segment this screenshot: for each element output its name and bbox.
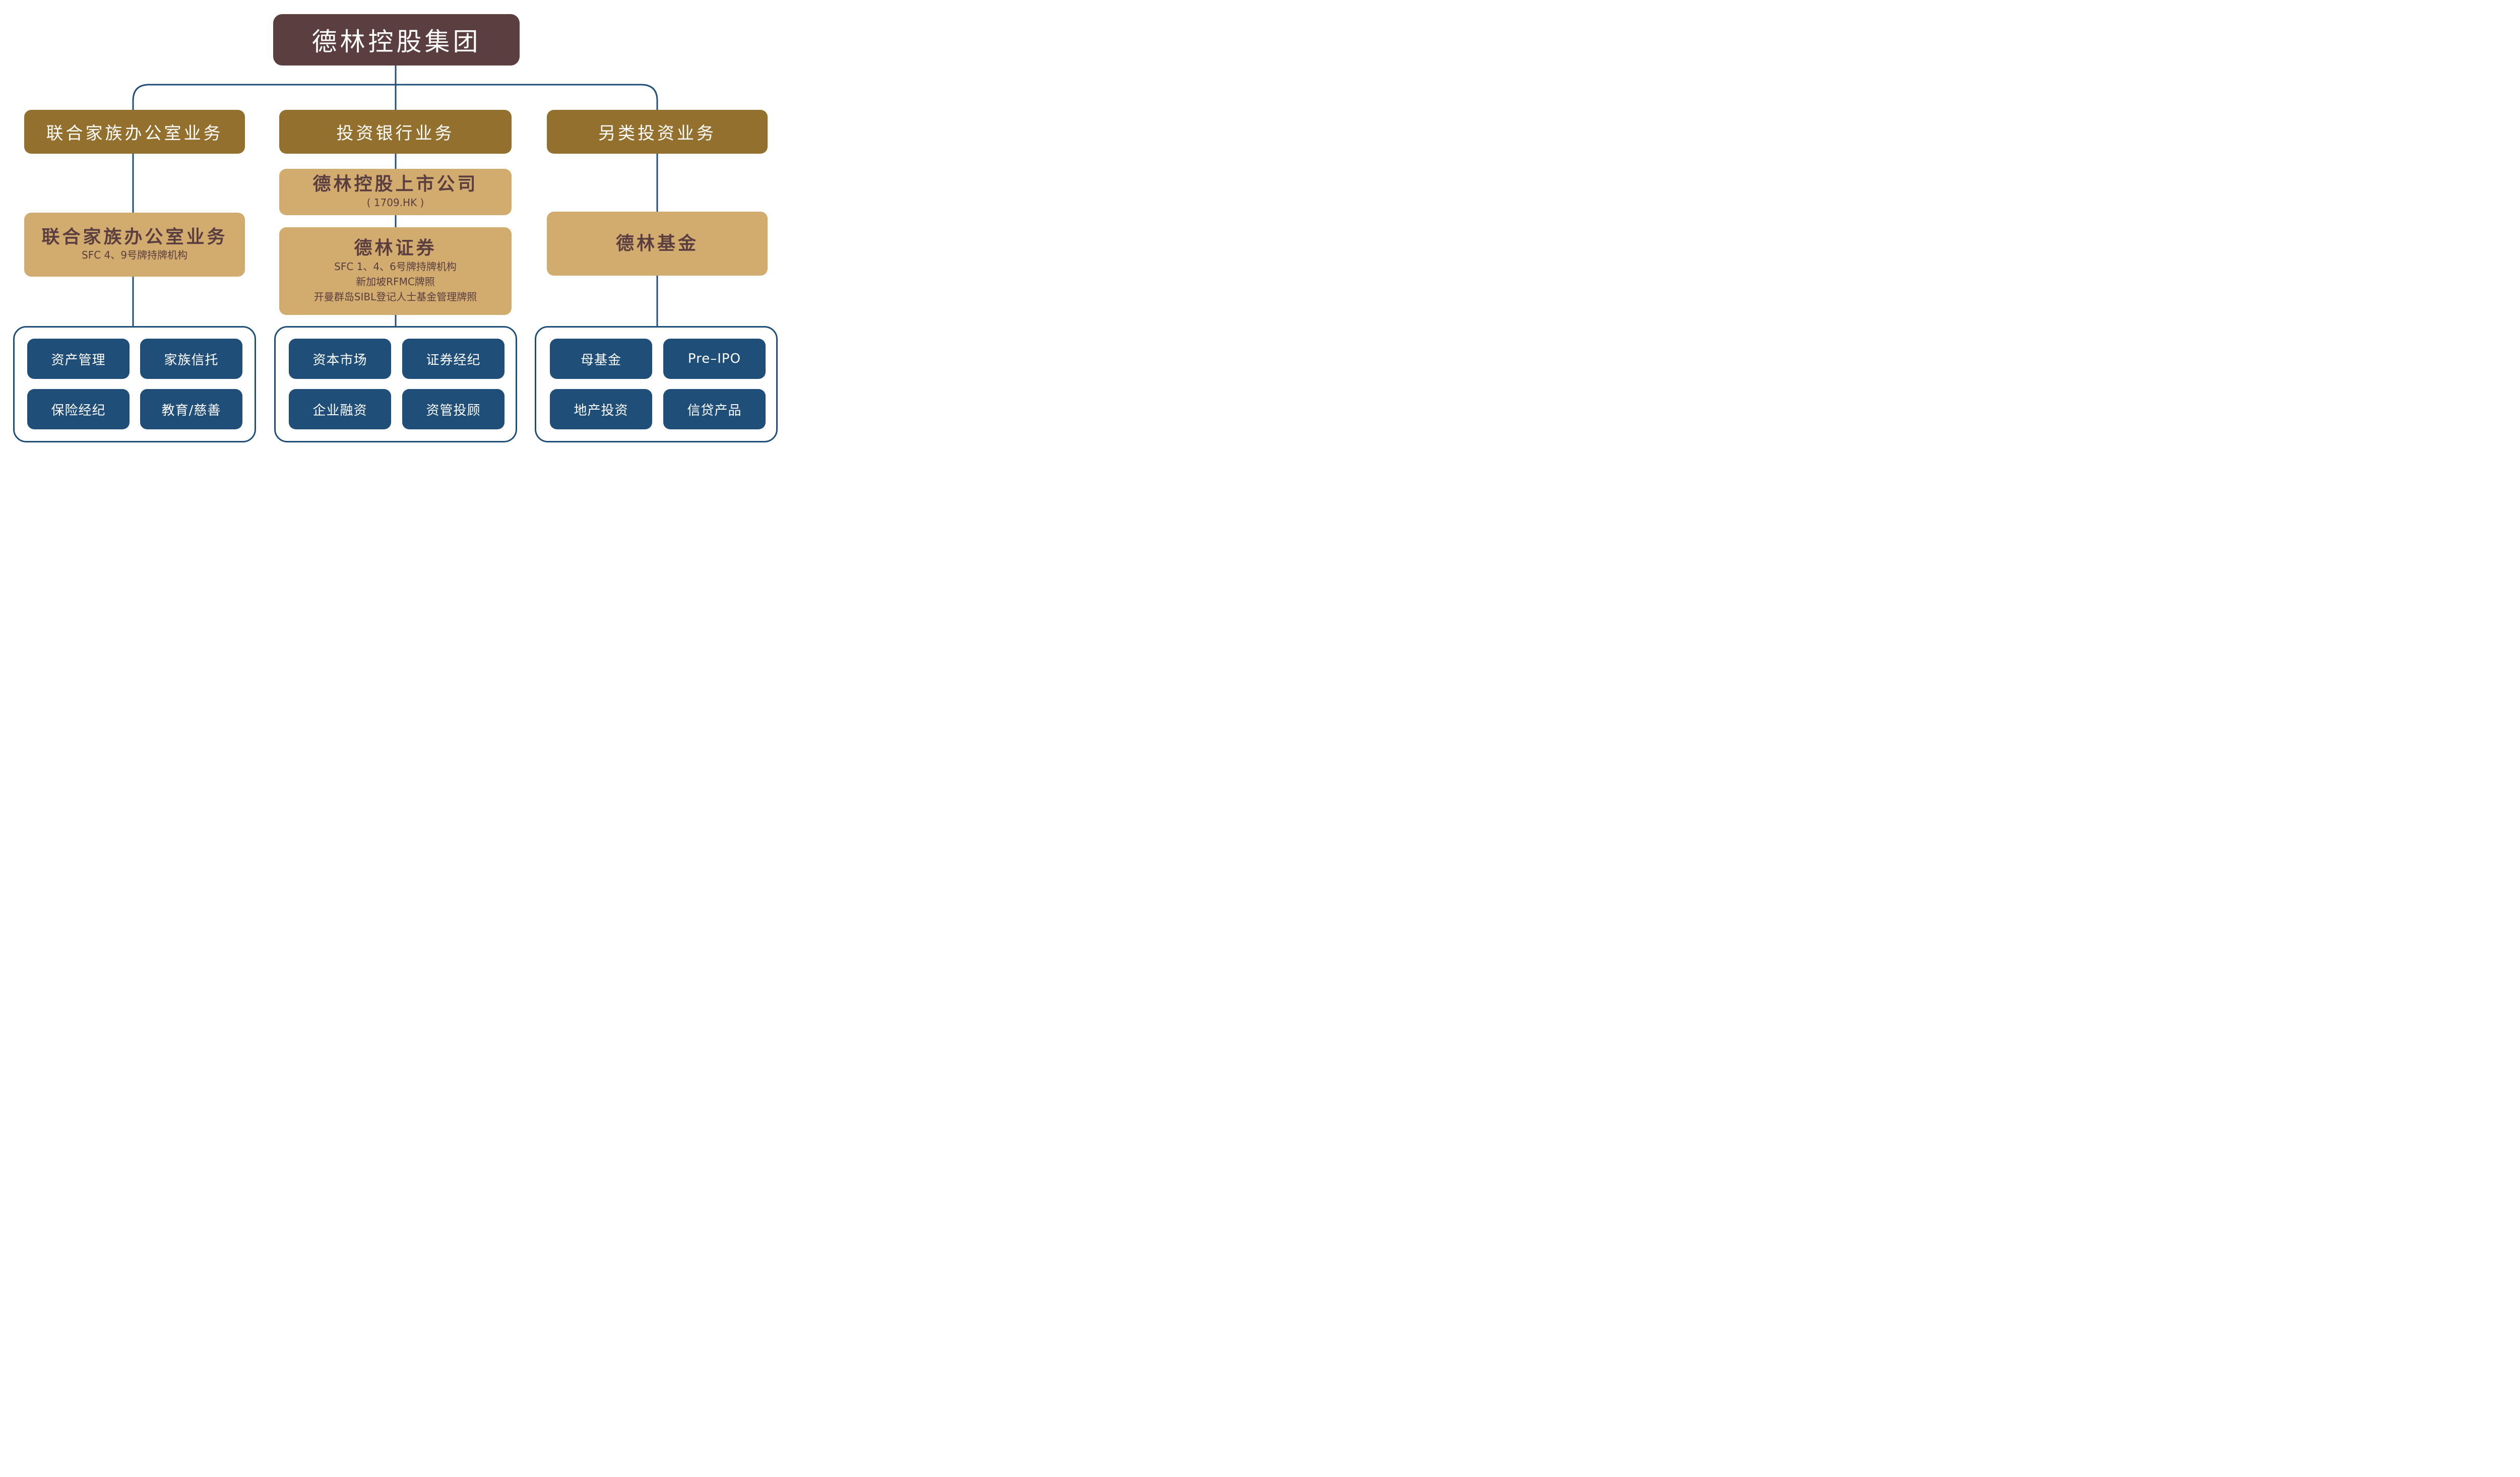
division-label: 投资银行业务 xyxy=(336,123,455,144)
service-label: 证券经纪 xyxy=(426,352,481,368)
service-label: 资本市场 xyxy=(312,352,367,368)
service-label: 企业融资 xyxy=(312,403,367,418)
service-item: Pre–IPO xyxy=(663,339,766,379)
entity-license: SFC 4、9号牌持牌机构 xyxy=(82,249,187,262)
service-label: 资产管理 xyxy=(51,352,106,368)
service-label: 家族信托 xyxy=(164,352,219,368)
service-item: 母基金 xyxy=(550,339,652,379)
entity-family-office: 联合家族办公室业务 SFC 4、9号牌持牌机构 xyxy=(24,213,245,277)
service-item: 资产管理 xyxy=(27,339,130,379)
service-label: 地产投资 xyxy=(574,403,628,418)
service-item: 资管投顾 xyxy=(402,389,505,429)
service-item: 资本市场 xyxy=(289,339,391,379)
service-label: 教育/慈善 xyxy=(161,403,221,418)
entity-license: 新加坡RFMC牌照 xyxy=(356,275,435,288)
division-label: 另类投资业务 xyxy=(598,123,716,144)
entity-stock-code: ( 1709.HK ) xyxy=(366,196,424,209)
service-item: 保险经纪 xyxy=(27,389,130,429)
service-item: 教育/慈善 xyxy=(140,389,242,429)
entity-securities: 德林证券 SFC 1、4、6号牌持牌机构 新加坡RFMC牌照 开曼群岛SIBL登… xyxy=(279,227,512,315)
entity-license: 开曼群岛SIBL登记人士基金管理牌照 xyxy=(313,290,477,303)
service-label: 保险经纪 xyxy=(51,403,106,418)
division-family-office: 联合家族办公室业务 xyxy=(24,110,245,154)
root-label: 德林控股集团 xyxy=(311,27,481,56)
connector-branch-bar xyxy=(132,84,658,110)
entity-title: 联合家族办公室业务 xyxy=(41,226,228,247)
division-alternative-investment: 另类投资业务 xyxy=(547,110,768,154)
service-label: Pre–IPO xyxy=(687,351,741,366)
service-item: 地产投资 xyxy=(550,389,652,429)
division-label: 联合家族办公室业务 xyxy=(46,123,223,144)
root-node: 德林控股集团 xyxy=(273,14,520,66)
service-label: 信贷产品 xyxy=(687,403,742,418)
entity-title: 德林证券 xyxy=(354,237,437,259)
service-label: 母基金 xyxy=(580,352,621,368)
service-item: 信贷产品 xyxy=(663,389,766,429)
entity-license: SFC 1、4、6号牌持牌机构 xyxy=(334,260,457,273)
service-item: 企业融资 xyxy=(289,389,391,429)
service-item: 家族信托 xyxy=(140,339,242,379)
service-item: 证券经纪 xyxy=(402,339,505,379)
service-label: 资管投顾 xyxy=(426,403,481,418)
entity-fund: 德林基金 xyxy=(547,212,768,276)
division-investment-banking: 投资银行业务 xyxy=(279,110,512,154)
entity-title: 德林控股上市公司 xyxy=(312,173,478,195)
entity-title: 德林基金 xyxy=(615,232,699,254)
entity-listed-company: 德林控股上市公司 ( 1709.HK ) xyxy=(279,169,512,215)
